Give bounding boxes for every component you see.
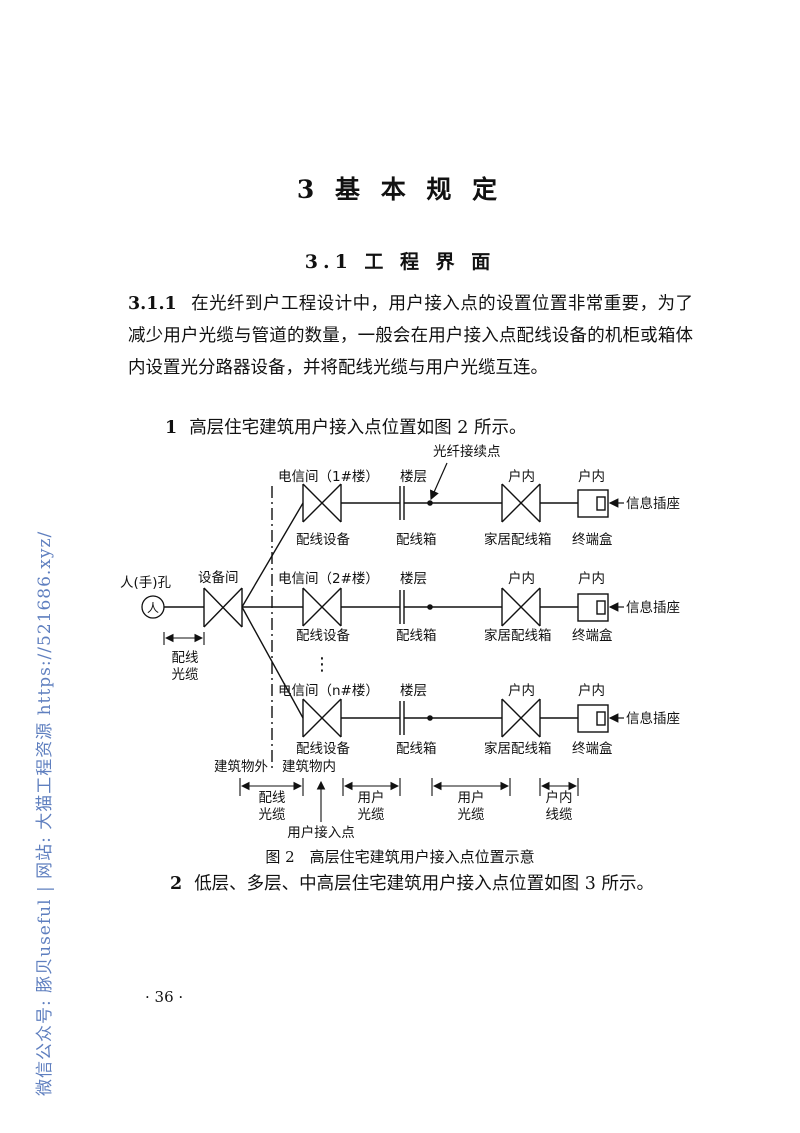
user-cable-label-1b: 光缆 xyxy=(358,807,385,823)
floor-label: 楼层 xyxy=(400,683,427,699)
clause-text: 在光纤到户工程设计中，用户接入点的设置位置非常重要，为了减少用户光缆与管道的数量… xyxy=(128,294,693,378)
terminal-box-label: 终端盒 xyxy=(572,531,613,548)
home-wiring-label-1: 户内 xyxy=(546,789,573,806)
distribution-equipment-label: 配线设备 xyxy=(296,531,350,548)
manhole-label: 人(手)孔 xyxy=(120,575,172,591)
item-2: 2 低层、多层、中高层住宅建筑用户接入点位置如图 3 所示。 xyxy=(170,868,730,900)
telecom-room-label: 电信间（1#楼） xyxy=(278,469,379,485)
equipment-room-label: 设备间 xyxy=(198,569,239,586)
feeder-cable-label-2: 光缆 xyxy=(172,667,199,683)
access-point-diagram: 光纤接续点 人(手)孔 人 设备间 配线 光缆 ⋮ 电信间（1#楼） 楼层 户内… xyxy=(120,443,680,841)
distribution-box-label: 配线箱 xyxy=(396,628,437,644)
home-label-2: 户内 xyxy=(578,682,605,699)
bottom-feeder-label-2: 光缆 xyxy=(259,807,286,823)
inside-building-label: 建筑物内 xyxy=(282,759,336,775)
access-point-label: 用户接入点 xyxy=(287,824,355,841)
diagram-row-1 xyxy=(302,483,609,523)
terminal-box-label: 终端盒 xyxy=(572,627,613,644)
user-cable-label-2a: 用户 xyxy=(458,789,485,806)
distribution-equipment-label: 配线设备 xyxy=(296,740,350,757)
outside-building-label: 建筑物外 xyxy=(214,759,268,775)
item-number: 2 xyxy=(170,874,183,894)
info-outlet-label: 信息插座 xyxy=(626,599,680,616)
item-number: 1 xyxy=(165,418,178,438)
home-label: 户内 xyxy=(508,682,535,699)
section-title: 3.1 工 程 界 面 xyxy=(304,251,496,273)
splice-point-label: 光纤接续点 xyxy=(433,443,501,460)
home-label-2: 户内 xyxy=(578,570,605,587)
manhole-symbol: 人 xyxy=(147,601,159,615)
distribution-box-label: 配线箱 xyxy=(396,741,437,757)
home-label-2: 户内 xyxy=(578,468,605,485)
floor-label: 楼层 xyxy=(400,571,427,587)
bottom-feeder-label-1: 配线 xyxy=(259,790,286,806)
home-distribution-box-label: 家居配线箱 xyxy=(484,627,552,644)
home-label: 户内 xyxy=(508,570,535,587)
diagram-row-2 xyxy=(302,587,609,627)
distribution-equipment-label: 配线设备 xyxy=(296,627,350,644)
item-1: 1 高层住宅建筑用户接入点位置如图 2 所示。 xyxy=(165,412,705,444)
telecom-room-label: 电信间（n#楼） xyxy=(278,683,379,699)
figure-caption: 图 2 高层住宅建筑用户接入点位置示意 xyxy=(265,848,535,866)
item-text: 高层住宅建筑用户接入点位置如图 2 所示。 xyxy=(189,418,527,438)
distribution-box-label: 配线箱 xyxy=(396,532,437,548)
telecom-room-label: 电信间（2#楼） xyxy=(278,571,379,587)
chapter-title: 3 基 本 规 定 xyxy=(296,175,504,204)
page-number: · 36 · xyxy=(145,988,184,1006)
diagram-row-n xyxy=(302,698,609,738)
home-distribution-box-label: 家居配线箱 xyxy=(484,531,552,548)
home-distribution-box-label: 家居配线箱 xyxy=(484,740,552,757)
terminal-box-label: 终端盒 xyxy=(572,740,613,757)
info-outlet-label: 信息插座 xyxy=(626,710,680,727)
watermark: 微信公众号: 豚贝useful | 网站: 大猫工程资源 https://521… xyxy=(35,530,55,1096)
home-label: 户内 xyxy=(508,468,535,485)
item-text: 低层、多层、中高层住宅建筑用户接入点位置如图 3 所示。 xyxy=(194,874,654,894)
user-cable-label-1a: 用户 xyxy=(358,789,385,806)
floor-label: 楼层 xyxy=(400,469,427,485)
feeder-cable-label-1: 配线 xyxy=(172,650,199,666)
clause-number: 3.1.1 xyxy=(128,294,177,314)
info-outlet-label: 信息插座 xyxy=(626,495,680,512)
ellipsis-mark: ⋮ xyxy=(313,654,331,675)
user-cable-label-2b: 光缆 xyxy=(458,807,485,823)
home-wiring-label-2: 线缆 xyxy=(546,807,574,823)
